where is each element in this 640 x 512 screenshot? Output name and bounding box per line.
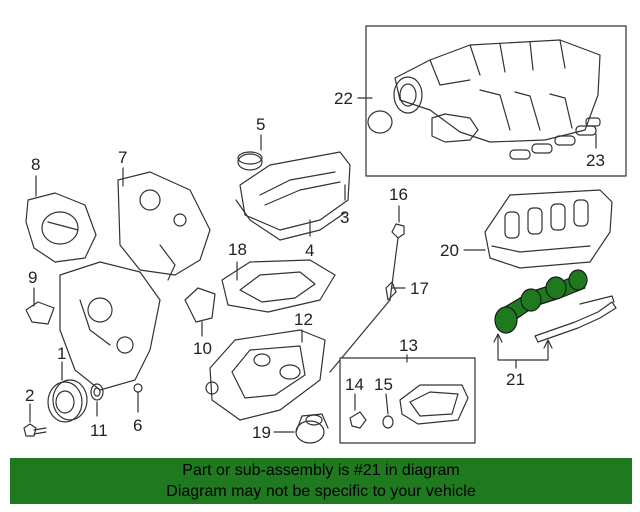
bolt-2-drawing [23,423,47,437]
notice-banner: Part or sub-assembly is #21 in diagram D… [10,458,632,504]
lower-oil-pan-drawing [349,384,469,429]
callout-18: 18 [228,240,247,259]
intake-manifold-box [365,25,627,177]
gasket-10-drawing [184,287,216,323]
crank-pulley-drawing [47,379,88,423]
notice-line-2: Diagram may not be specific to your vehi… [166,483,476,500]
valve-cover-drawing [235,151,351,241]
callout-21: 21 [506,370,525,389]
callout-10: 10 [193,339,212,358]
callout-16: 16 [389,185,408,204]
callout-9: 9 [28,268,37,287]
parts-diagram: 1 2 3 4 5 6 7 8 9 10 11 12 13 14 15 16 1… [23,25,627,444]
lower-manifold-drawing [484,189,613,269]
callout-13: 13 [399,336,418,355]
callout-3: 3 [340,208,349,227]
timing-cover-drawing [117,171,211,281]
oil-filter-drawing [295,413,329,444]
callout-14: 14 [345,375,364,394]
leader-21 [497,335,549,369]
dipstick-drawing [329,223,405,373]
callout-11: 11 [90,421,108,440]
callout-6: 6 [133,416,142,435]
callout-2: 2 [25,386,34,405]
leader-21-arrows [493,333,553,349]
notice-line-1: Part or sub-assembly is #21 in diagram [182,462,460,479]
callout-22: 22 [334,89,353,108]
callout-17: 17 [410,279,429,298]
callout-15: 15 [374,375,393,394]
gasket-9-drawing [25,301,55,325]
callout-7: 7 [118,148,127,167]
water-pump-drawing [25,192,97,263]
callout-1: 1 [57,344,66,363]
front-cover-drawing [59,261,161,393]
callout-8: 8 [31,155,40,174]
intake-manifold-drawing [367,39,601,160]
callout-20: 20 [440,241,459,260]
callout-23: 23 [586,151,605,170]
injector-gasket-set-21 [494,269,617,343]
callout-5: 5 [256,115,265,134]
callout-12: 12 [294,310,313,329]
callout-4: 4 [305,241,314,260]
oil-pan-box [339,357,476,444]
baffle-plate-drawing [221,259,336,313]
seal-11-drawing [90,383,104,401]
upper-oil-pan-drawing [205,329,326,421]
callout-19: 19 [252,423,271,442]
leader-15 [385,393,389,415]
